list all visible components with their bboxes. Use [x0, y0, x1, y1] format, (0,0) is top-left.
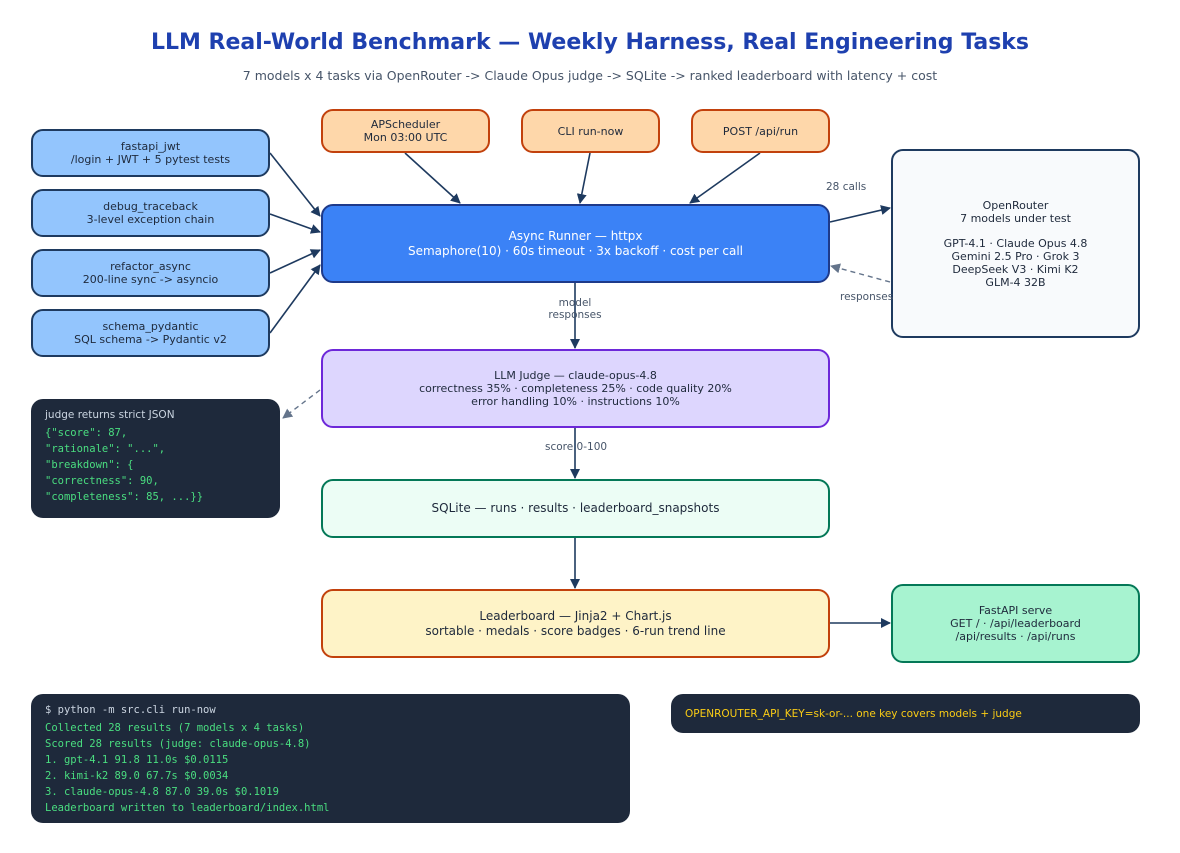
- judge-weights-2: error handling 10% · instructions 10%: [471, 395, 680, 408]
- trigger-cli-run-now: CLI run-now: [521, 109, 660, 153]
- label-calls: 28 calls: [826, 181, 867, 193]
- page-title: LLM Real-World Benchmark — Weekly Harnes…: [150, 30, 1030, 55]
- judge-json-header: judge returns strict JSON: [45, 409, 175, 421]
- json-line: "rationale": "...",: [45, 443, 166, 455]
- runner-details: Semaphore(10) · 60s timeout · 3x backoff…: [407, 243, 744, 258]
- arrow-post-runner: [689, 152, 761, 204]
- page-subtitle: 7 models x 4 tasks via OpenRouter -> Cla…: [242, 68, 938, 83]
- openrouter-box: OpenRouter 7 models under test GPT-4.1 ·…: [891, 149, 1140, 338]
- terminal-command: $ python -m src.cli run-now: [45, 704, 216, 716]
- terminal-line: 3. claude-opus-4.8 87.0 39.0s $0.1019: [45, 786, 279, 798]
- terminal-panel: $ python -m src.cli run-now Collected 28…: [31, 694, 630, 823]
- task-desc: SQL schema -> Pydantic v2: [74, 333, 227, 346]
- model-line: DeepSeek V3 · Kimi K2: [952, 262, 1079, 276]
- task-refactor-async: refactor_async 200-line sync -> asyncio: [31, 249, 270, 297]
- trigger-post-api-run: POST /api/run: [691, 109, 830, 153]
- sqlite-store: SQLite — runs · results · leaderboard_sn…: [321, 479, 830, 538]
- leaderboard-features: sortable · medals · score badges · 6-run…: [425, 623, 726, 638]
- runner-title: Async Runner — httpx: [508, 228, 643, 243]
- leaderboard-box: Leaderboard — Jinja2 + Chart.js sortable…: [321, 589, 830, 658]
- fastapi-serve: FastAPI serve GET / · /api/leaderboard /…: [891, 584, 1140, 663]
- task-name: refactor_async: [110, 260, 191, 273]
- judge-json-panel: judge returns strict JSON {"score": 87, …: [31, 399, 280, 518]
- fastapi-routes: GET / · /api/leaderboard: [950, 617, 1081, 630]
- judge-weights: correctness 35% · completeness 25% · cod…: [419, 382, 732, 395]
- label-model-responses: model responses: [540, 297, 610, 321]
- sqlite-label: SQLite — runs · results · leaderboard_sn…: [431, 501, 720, 515]
- model-line: GPT-4.1 · Claude Opus 4.8: [943, 236, 1088, 250]
- terminal-line: Leaderboard written to leaderboard/index…: [45, 802, 330, 814]
- trigger-apscheduler: APScheduler Mon 03:00 UTC: [321, 109, 490, 153]
- model-line: Gemini 2.5 Pro · Grok 3: [951, 249, 1080, 263]
- env-key-note: OPENROUTER_API_KEY=sk-or-... one key cov…: [685, 707, 1022, 720]
- trigger-label: POST /api/run: [722, 124, 799, 138]
- label-responses: responses: [840, 291, 894, 303]
- arrow-task2-runner: [269, 213, 321, 234]
- trigger-schedule: Mon 03:00 UTC: [363, 131, 448, 144]
- json-line: "breakdown": {: [45, 459, 134, 471]
- task-name: debug_traceback: [103, 200, 198, 213]
- openrouter-subtitle: 7 models under test: [960, 211, 1071, 225]
- label-line: responses: [548, 309, 602, 321]
- arrow-openrouter-runner: [830, 263, 891, 283]
- json-line: "correctness": 90,: [45, 475, 159, 487]
- task-desc: 200-line sync -> asyncio: [82, 273, 219, 286]
- json-line: {"score": 87,: [45, 427, 128, 439]
- terminal-line: Collected 28 results (7 models x 4 tasks…: [45, 722, 305, 734]
- label-score: score 0-100: [545, 441, 608, 453]
- arrow-judge-json: [282, 389, 321, 419]
- terminal-line: 2. kimi-k2 89.0 67.7s $0.0034: [45, 770, 229, 782]
- label-line: model: [558, 297, 592, 309]
- trigger-label: CLI run-now: [557, 124, 624, 138]
- arrow-task3-runner: [269, 249, 321, 274]
- terminal-line: Scored 28 results (judge: claude-opus-4.…: [45, 738, 311, 750]
- arrow-runner-openrouter: [829, 205, 891, 223]
- openrouter-title: OpenRouter: [982, 198, 1049, 212]
- task-debug-traceback: debug_traceback 3-level exception chain: [31, 189, 270, 237]
- leaderboard-title: Leaderboard — Jinja2 + Chart.js: [479, 608, 672, 623]
- fastapi-routes-2: /api/results · /api/runs: [955, 630, 1076, 643]
- arrow-task1-runner: [269, 152, 321, 217]
- llm-judge: LLM Judge — claude-opus-4.8 correctness …: [321, 349, 830, 428]
- trigger-label: APScheduler: [370, 118, 441, 131]
- fastapi-title: FastAPI serve: [978, 604, 1053, 617]
- task-name: schema_pydantic: [102, 320, 199, 333]
- async-runner: Async Runner — httpx Semaphore(10) · 60s…: [321, 204, 830, 283]
- json-line: "completeness": 85, ...}}: [45, 491, 204, 503]
- task-fastapi-jwt: fastapi_jwt /login + JWT + 5 pytest test…: [31, 129, 270, 177]
- task-name: fastapi_jwt: [120, 140, 181, 153]
- env-key-panel: OPENROUTER_API_KEY=sk-or-... one key cov…: [671, 694, 1140, 733]
- task-schema-pydantic: schema_pydantic SQL schema -> Pydantic v…: [31, 309, 270, 357]
- task-desc: 3-level exception chain: [86, 213, 215, 226]
- model-line: GLM-4 32B: [985, 275, 1046, 289]
- arrow-task4-runner: [269, 264, 321, 334]
- arrow-scheduler-runner: [404, 152, 461, 204]
- judge-title: LLM Judge — claude-opus-4.8: [494, 369, 657, 382]
- arrow-cli-runner: [576, 152, 591, 204]
- terminal-line: 1. gpt-4.1 91.8 11.0s $0.0115: [45, 754, 229, 766]
- task-desc: /login + JWT + 5 pytest tests: [70, 153, 231, 166]
